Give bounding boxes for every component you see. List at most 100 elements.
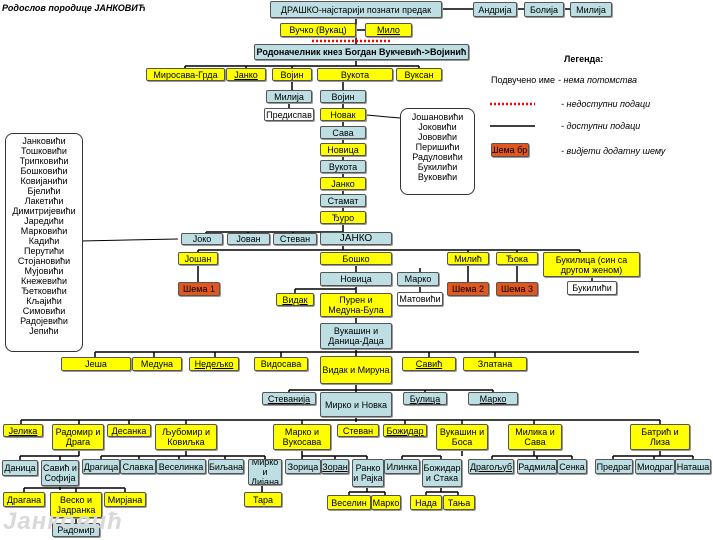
surname-item: Бјелићи — [27, 186, 61, 196]
node-veselin: Веселин — [327, 495, 371, 510]
node-jelika: Јелика — [3, 424, 43, 437]
node-mirko-1: Мирко и Новка — [320, 392, 392, 417]
node-jesha: Јеша — [61, 357, 131, 371]
node-ljubomir-label: Љубомир и Ковиљка — [161, 427, 211, 447]
surname-item: Лакетићи — [24, 196, 64, 206]
node-bukilica: Букилица (син са другом женом) — [543, 252, 640, 277]
node-janko-big: ЈАНКО — [320, 232, 392, 245]
node-vidak-2: Видак и Мируна — [320, 356, 392, 384]
node-ilinka: Илинка — [384, 459, 420, 474]
node-boshko: Бошко — [320, 252, 392, 265]
node-bozhidar-2: Божидар и Стака — [422, 459, 462, 487]
node-milika-label: Милика и Сава — [515, 427, 555, 447]
watermark: Јанковић — [3, 508, 123, 535]
node-senka: Сенка — [557, 459, 587, 474]
surname-item: Радојевићи — [20, 316, 68, 326]
node-vojin-1: Војин — [272, 68, 312, 81]
node-savic-2-label: Савић и Софија — [43, 463, 77, 483]
node-stevan-1: Стеван — [273, 233, 317, 245]
node-tara: Тара — [244, 492, 282, 507]
node-marko-2: Марко — [468, 392, 518, 405]
surname-item: Перутићи — [23, 246, 65, 256]
node-vukashin-1-label: Вукашин и Даница-Даца — [328, 326, 384, 346]
node-janko-1: Јанко — [226, 68, 266, 81]
scheme-3-button[interactable]: Шема 3 — [496, 282, 538, 296]
node-marko-3-label: Марко и Вукосава — [282, 427, 322, 447]
node-vojin-2: Војин — [320, 90, 366, 103]
surname-item: Букилићи — [417, 162, 458, 172]
surname-item: Трипковићи — [19, 156, 69, 166]
surname-item: Вуковићи — [417, 172, 458, 182]
node-sava: Сава — [320, 126, 366, 139]
node-milic: Милић — [447, 252, 489, 265]
node-novak: Новак — [320, 108, 366, 121]
surname-item: Јошановићи — [411, 112, 464, 122]
surname-item: Јепићи — [29, 326, 59, 336]
node-vidosava: Видосава — [254, 357, 308, 371]
node-danica: Даница — [2, 460, 38, 476]
node-meduna: Медуна — [132, 357, 182, 371]
scheme-2-button[interactable]: Шема 2 — [447, 282, 489, 296]
node-marko-1: Марко — [397, 272, 439, 286]
node-radomir-2: Радомир — [52, 523, 100, 537]
node-vidak-1: Видак — [276, 293, 314, 306]
node-ranko: Ранко и Рајка — [352, 459, 384, 487]
node-mirosava: Миросава-Грда — [146, 68, 225, 81]
surname-item: Марковићи — [20, 226, 68, 236]
node-miodrag: Миодраг — [635, 459, 675, 474]
node-stamat: Стамат — [320, 194, 366, 207]
surname-item: Радуловићи — [412, 152, 463, 162]
node-zoran: Зоран — [321, 459, 349, 474]
node-puren-label: Пурен и Медуна-Була — [328, 295, 384, 315]
node-radmila: Радмила — [517, 459, 557, 474]
node-zorica: Зорица — [285, 459, 321, 474]
node-djoka: Ђока — [496, 252, 538, 265]
node-joshan: Јошан — [178, 252, 218, 265]
legend-scheme-desc: - видјети додатну шему — [561, 146, 666, 156]
surname-item: Димитријевићи — [12, 206, 76, 216]
surname-item: Јововићи — [417, 132, 458, 142]
node-mirko-1-label: Мирко и Новка — [324, 399, 388, 410]
node-vesko-label: Веско и Јадранка — [56, 495, 96, 515]
node-vidak-2-label: Видак и Мируна — [322, 365, 390, 375]
node-djuro: Ђуро — [320, 211, 366, 224]
node-milija-top: Милија — [570, 2, 612, 17]
node-milija-2: Милија — [266, 90, 312, 103]
surname-item: Бошковићи — [20, 166, 68, 176]
node-bozhidar-1: Божидар — [383, 424, 427, 437]
node-janko-2: Јанко — [320, 177, 366, 190]
node-novica-2: Новица — [320, 272, 392, 286]
node-vuksan: Вуксан — [396, 68, 442, 81]
node-ranko-label: Ранко и Рајка — [353, 463, 383, 483]
node-stevan-2: Стеван — [337, 424, 379, 437]
node-joko: Јоко — [181, 233, 223, 245]
node-mirjana: Мирјана — [104, 492, 146, 507]
node-drasko: ДРАШКО-најстарији познати предак — [270, 1, 442, 18]
surname-item: Перишићи — [415, 142, 460, 152]
surname-item: Кљајићи — [26, 296, 62, 306]
node-stevanija: Стеванија — [262, 392, 316, 405]
node-natasha: Наташа — [675, 459, 711, 474]
surname-item: Стојановићи — [17, 256, 71, 266]
node-novica-1: Новица — [320, 143, 366, 156]
surname-item: Ђетковићи — [21, 286, 67, 296]
page-title: Родослов породице ЈАНКОВИЋ — [2, 3, 146, 13]
node-biljana: Биљана — [208, 459, 244, 474]
surname-item: Јоковићи — [418, 122, 457, 132]
legend-scheme-box: Шема бр. — [491, 143, 529, 157]
legend-underlined-desc: - нема потомства — [558, 75, 637, 85]
node-vukashin-2-label: Вукашин и Боса — [439, 427, 485, 447]
node-mirko-2-label: Мирко и Дијана — [250, 459, 280, 485]
node-dragana: Драгана — [3, 492, 45, 507]
node-bukilici: Букилићи — [567, 281, 617, 295]
node-milo: Мило — [365, 23, 412, 37]
scheme-1-button[interactable]: Шема 1 — [178, 282, 220, 296]
node-vucko: Вучко (Вукац) — [280, 23, 356, 37]
node-veselinka: Веселинка — [156, 459, 206, 474]
surname-item: Јанковићи — [22, 136, 66, 146]
node-marko-3: Марко и Вукосава — [273, 424, 331, 450]
node-puren: Пурен и Медуна-Була — [320, 293, 392, 317]
surname-item: Симовићи — [22, 306, 66, 316]
node-bozhidar-2-label: Божидар и Стака — [423, 463, 461, 483]
